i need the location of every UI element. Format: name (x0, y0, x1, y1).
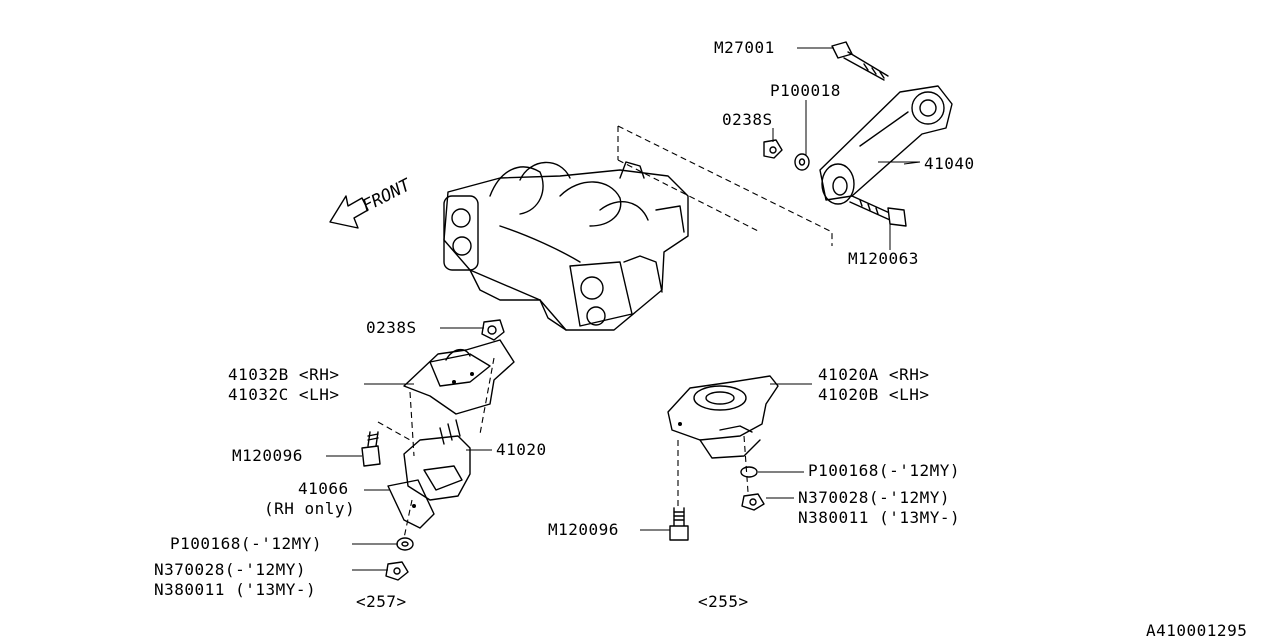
label-m120096-right: M120096 (548, 520, 619, 539)
nut-n370028-right-icon (741, 493, 765, 511)
leader-lines (326, 47, 921, 571)
front-label: FRONT (359, 175, 415, 217)
bracket-41032-icon (403, 339, 515, 415)
m120096-left-bolt-icon (361, 431, 381, 467)
label-0238s-left: 0238S (366, 318, 417, 337)
label-group-257: <257> (356, 592, 407, 611)
washer-p100018-icon (794, 153, 810, 171)
label-m27001: M27001 (714, 38, 775, 57)
washer-p100168-right-icon (740, 466, 758, 478)
nut-0238s-left-icon (481, 319, 505, 341)
label-41020b: 41020B <LH> (818, 385, 930, 404)
label-p100168-right: P100168(-'12MY) (808, 461, 960, 480)
label-0238s-top: 0238S (722, 110, 773, 129)
label-m120096-left: M120096 (232, 446, 303, 465)
engine-block (443, 161, 689, 331)
m120063-bolt-icon (849, 195, 907, 227)
label-n380011-right: N380011 ('13MY-) (798, 508, 961, 527)
label-41066: 41066 (298, 479, 349, 498)
label-41040: 41040 (924, 154, 975, 173)
label-p100018: P100018 (770, 81, 841, 100)
m120096-right-bolt-icon (669, 507, 689, 541)
label-n370028-right: N370028(-'12MY) (798, 488, 950, 507)
label-n380011-left: N380011 ('13MY-) (154, 580, 317, 599)
label-m120063: M120063 (848, 249, 919, 268)
label-n370028-left: N370028(-'12MY) (154, 560, 306, 579)
label-41032c: 41032C <LH> (228, 385, 340, 404)
washer-p100168-left-icon (396, 537, 414, 551)
label-p100168-left: P100168(-'12MY) (170, 534, 322, 553)
label-41020a: 41020A <RH> (818, 365, 930, 384)
nut-0238s-top-icon (763, 139, 783, 159)
front-arrow-icon: FRONT (329, 175, 415, 229)
label-group-255: <255> (698, 592, 749, 611)
pitch-stopper-rod (819, 85, 953, 205)
plate-41066-icon (387, 479, 435, 529)
label-rh-only: (RH only) (264, 499, 356, 518)
m27001-bolt-icon (831, 41, 889, 81)
label-41032b: 41032B <RH> (228, 365, 340, 384)
nut-n370028-left-icon (385, 561, 409, 581)
figure-id: A410001295 (1146, 621, 1248, 640)
label-41020: 41020 (496, 440, 547, 459)
engine-mount-41020a-icon (667, 375, 779, 459)
engine-mount-41020-icon (403, 419, 471, 501)
